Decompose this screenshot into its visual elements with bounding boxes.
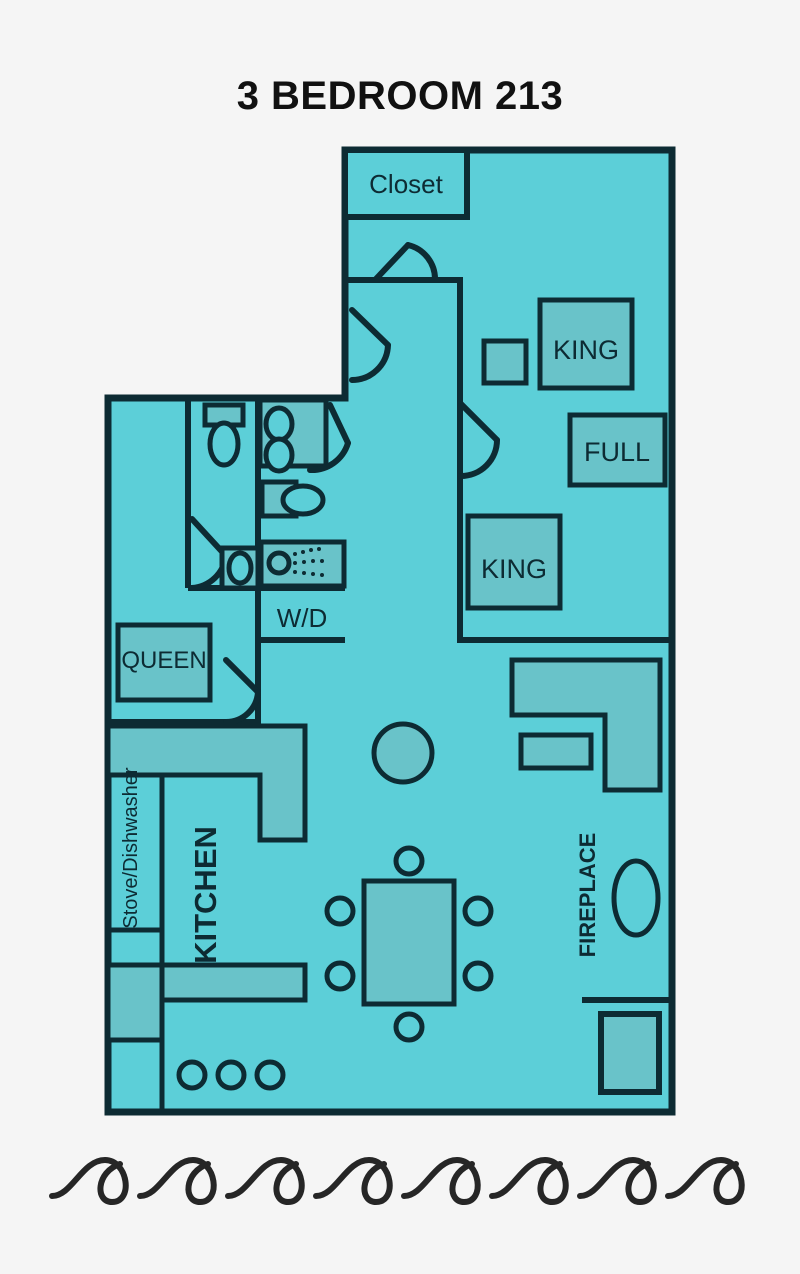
room-closet: Closet bbox=[342, 147, 470, 220]
dining-area bbox=[324, 845, 494, 1043]
shower bbox=[258, 539, 347, 589]
dining-chair bbox=[324, 895, 356, 927]
bathroom-door bbox=[307, 402, 351, 474]
bedroom-2: FULL KING bbox=[457, 398, 672, 643]
bar-stool bbox=[254, 1059, 286, 1091]
nightstand bbox=[481, 338, 529, 386]
dining-table bbox=[361, 878, 457, 1007]
coffee-table bbox=[518, 732, 594, 771]
dining-chair bbox=[324, 960, 356, 992]
living-room: FIREPLACE bbox=[509, 657, 672, 1095]
toilet bbox=[202, 402, 246, 468]
accent-chair bbox=[611, 858, 661, 938]
bedroom-1: KING bbox=[345, 277, 635, 398]
bedroom-3-door bbox=[223, 657, 261, 726]
bar-stool bbox=[215, 1059, 247, 1091]
dining-chair bbox=[393, 845, 425, 877]
page-title: 3 BEDROOM 213 bbox=[236, 74, 564, 118]
room-label-kitchen: KITCHEN bbox=[188, 826, 223, 964]
kitchen-area: KITCHEN Stove/Dishwasher bbox=[105, 723, 308, 1112]
bed-label-full: FULL bbox=[584, 437, 650, 467]
dining-chair bbox=[393, 1011, 425, 1043]
sink bbox=[259, 479, 326, 519]
dining-chair bbox=[462, 895, 494, 927]
bedroom-1-door bbox=[349, 307, 391, 383]
room-label-fireplace: FIREPLACE bbox=[575, 833, 600, 958]
bed-label-queen: QUEEN bbox=[121, 647, 206, 674]
vanity-sink bbox=[219, 545, 261, 591]
room-label-laundry: W/D bbox=[277, 603, 328, 633]
dining-chair bbox=[462, 960, 494, 992]
bed-label-king-1: KING bbox=[553, 335, 619, 365]
media-cabinet bbox=[598, 1011, 662, 1095]
sectional-sofa bbox=[509, 657, 663, 793]
bar-stool bbox=[176, 1059, 208, 1091]
wave-divider bbox=[49, 1156, 745, 1206]
closet-door bbox=[372, 242, 439, 283]
entry-round-table bbox=[371, 721, 435, 785]
bedroom-2-door bbox=[458, 401, 500, 479]
bed-label-king-2: KING bbox=[481, 554, 547, 584]
double-sink bbox=[257, 397, 329, 474]
bedroom-3: QUEEN bbox=[108, 622, 261, 726]
appliance-label-stove-dishwasher: Stove/Dishwasher bbox=[120, 767, 142, 929]
room-label-closet: Closet bbox=[369, 169, 443, 199]
